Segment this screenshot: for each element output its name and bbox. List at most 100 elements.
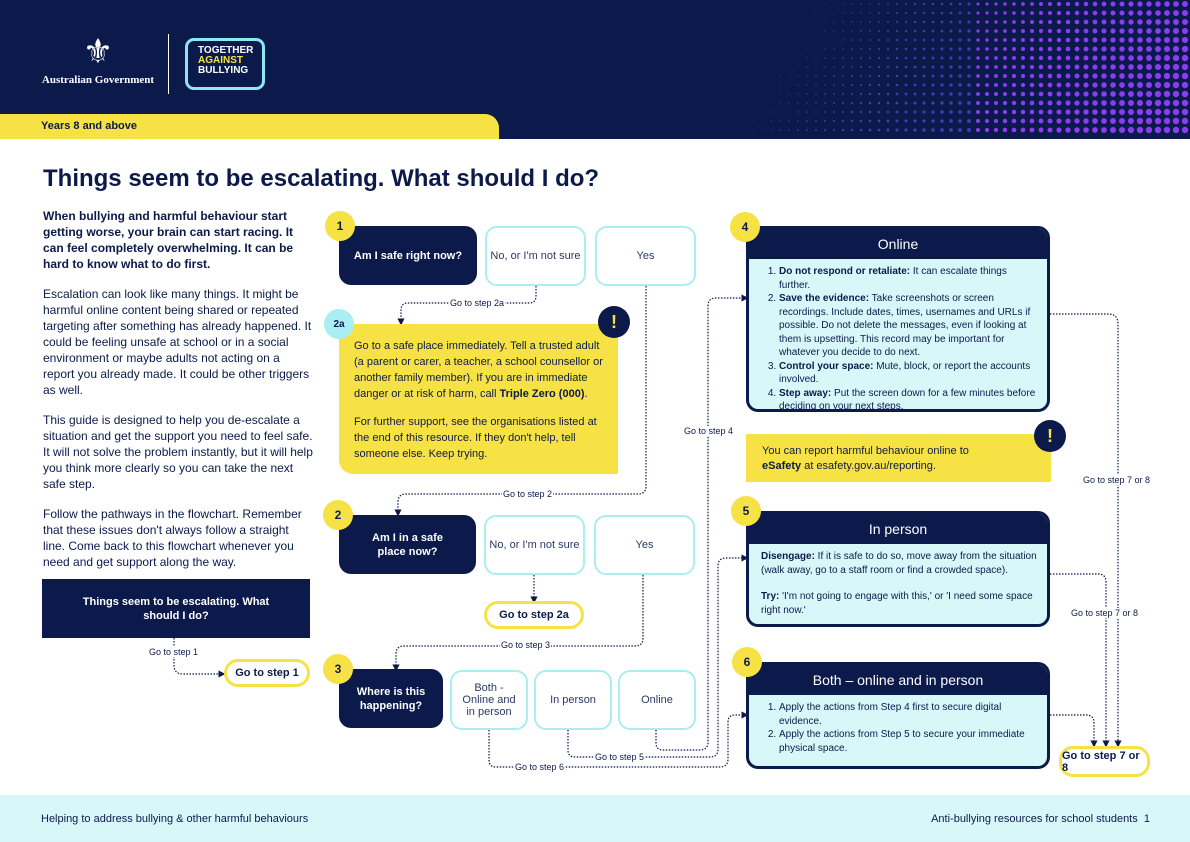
warning-icon: ! — [598, 306, 630, 338]
step4-item-text: It can escalate things further. — [779, 266, 1007, 291]
pattern-dot — [1012, 29, 1016, 33]
pattern-dot — [1083, 82, 1089, 88]
pattern-dot — [842, 93, 844, 95]
pattern-dot — [958, 29, 962, 33]
step2-option-yes[interactable]: Yes — [594, 515, 695, 575]
pattern-dot — [904, 101, 908, 105]
pattern-dot — [860, 12, 862, 14]
pattern-dot — [895, 47, 899, 51]
pattern-dot — [868, 74, 872, 78]
pattern-dot — [904, 20, 908, 24]
pattern-dot — [1047, 1, 1053, 7]
pattern-dot — [788, 66, 790, 68]
pattern-dot — [1047, 73, 1053, 79]
pattern-dot — [904, 110, 908, 114]
pattern-dot — [904, 128, 908, 132]
pattern-dot — [1154, 63, 1162, 71]
pattern-dot — [833, 30, 835, 32]
pattern-dot — [1119, 19, 1125, 25]
pattern-dot — [1065, 55, 1071, 61]
step2a-paragraph-2: For further support, see the organisatio… — [354, 416, 597, 460]
pattern-dot — [1047, 109, 1053, 115]
pattern-dot — [1047, 10, 1053, 16]
pattern-dot — [1065, 109, 1071, 115]
pattern-dot — [967, 47, 971, 51]
pattern-dot — [1047, 64, 1053, 70]
pattern-dot — [967, 38, 971, 42]
pattern-dot — [1083, 19, 1089, 25]
pattern-dot — [967, 29, 971, 33]
goto-step7-or-8-button[interactable]: Go to step 7 or 8 — [1059, 746, 1150, 777]
pattern-dot — [940, 119, 944, 123]
pattern-dot — [1092, 19, 1098, 25]
step3-option-online[interactable]: Online — [618, 670, 696, 730]
pattern-dot — [779, 111, 781, 113]
pattern-dot — [1021, 20, 1025, 24]
pattern-dot — [1155, 10, 1161, 16]
pattern-dot — [940, 29, 944, 33]
dot-pattern — [743, 1, 1189, 134]
pattern-dot — [949, 65, 953, 69]
step2-option-no[interactable]: No, or I'm not sure — [484, 515, 585, 575]
pattern-dot — [851, 3, 853, 5]
pattern-dot — [797, 93, 799, 95]
pattern-dot — [770, 111, 772, 113]
pattern-dot — [859, 92, 863, 96]
pattern-dot — [895, 74, 899, 78]
pattern-dot — [1155, 46, 1161, 52]
logo-divider — [168, 34, 169, 94]
pattern-dot — [1038, 109, 1044, 115]
pattern-dot — [1020, 55, 1026, 61]
pattern-dot — [958, 47, 962, 51]
pattern-dot — [1029, 55, 1035, 61]
step1-option-no[interactable]: No, or I'm not sure — [485, 226, 586, 286]
pattern-dot — [1029, 91, 1035, 97]
pattern-dot — [1083, 91, 1089, 97]
pattern-dot — [1154, 54, 1162, 62]
pattern-dot — [886, 74, 890, 78]
pattern-dot — [779, 84, 781, 86]
pattern-dot — [976, 2, 980, 6]
pattern-dot — [1110, 10, 1116, 16]
step3-option-both[interactable]: Both - Online and in person — [450, 670, 528, 730]
pattern-dot — [904, 65, 908, 69]
logo-text-line1: TOGETHER — [198, 45, 254, 56]
pattern-dot — [1011, 55, 1017, 61]
pattern-dot — [1092, 55, 1098, 61]
pattern-dot — [886, 83, 890, 87]
step4-list: Do not respond or retaliate: It can esca… — [763, 265, 1037, 409]
pattern-dot — [1110, 64, 1116, 70]
pattern-dot — [922, 65, 926, 69]
pattern-dot — [868, 56, 872, 60]
step5-heading: In person — [749, 514, 1047, 544]
step1-option-yes[interactable]: Yes — [595, 226, 696, 286]
pattern-dot — [1074, 109, 1080, 115]
step3-option-in-person[interactable]: In person — [534, 670, 612, 730]
pattern-dot — [922, 128, 926, 132]
pattern-dot — [984, 100, 990, 106]
step2-question: Am I in a safe place now? — [339, 515, 476, 574]
pattern-dot — [976, 29, 980, 33]
goto-step2a-button[interactable]: Go to step 2a — [484, 601, 584, 629]
pattern-dot — [1181, 99, 1189, 107]
pattern-dot — [859, 128, 863, 132]
pattern-dot — [824, 93, 826, 95]
pattern-dot — [1101, 37, 1107, 43]
pattern-dot — [832, 128, 836, 132]
pattern-dot — [895, 65, 899, 69]
pattern-dot — [993, 118, 999, 124]
pattern-dot — [1172, 45, 1180, 53]
pattern-dot — [842, 66, 844, 68]
pattern-dot — [1092, 46, 1098, 52]
pattern-dot — [958, 38, 962, 42]
years-tab: Years 8 and above — [0, 114, 499, 139]
pattern-dot — [1074, 28, 1080, 34]
pattern-dot — [1172, 108, 1180, 116]
pattern-dot — [1145, 99, 1153, 107]
pattern-dot — [1181, 90, 1189, 98]
goto-step1-button[interactable]: Go to step 1 — [224, 659, 310, 687]
pattern-dot — [851, 66, 853, 68]
step4-item: Save the evidence: Take screenshots or s… — [779, 292, 1037, 360]
pattern-dot — [1128, 73, 1134, 79]
pattern-dot — [1083, 64, 1089, 70]
